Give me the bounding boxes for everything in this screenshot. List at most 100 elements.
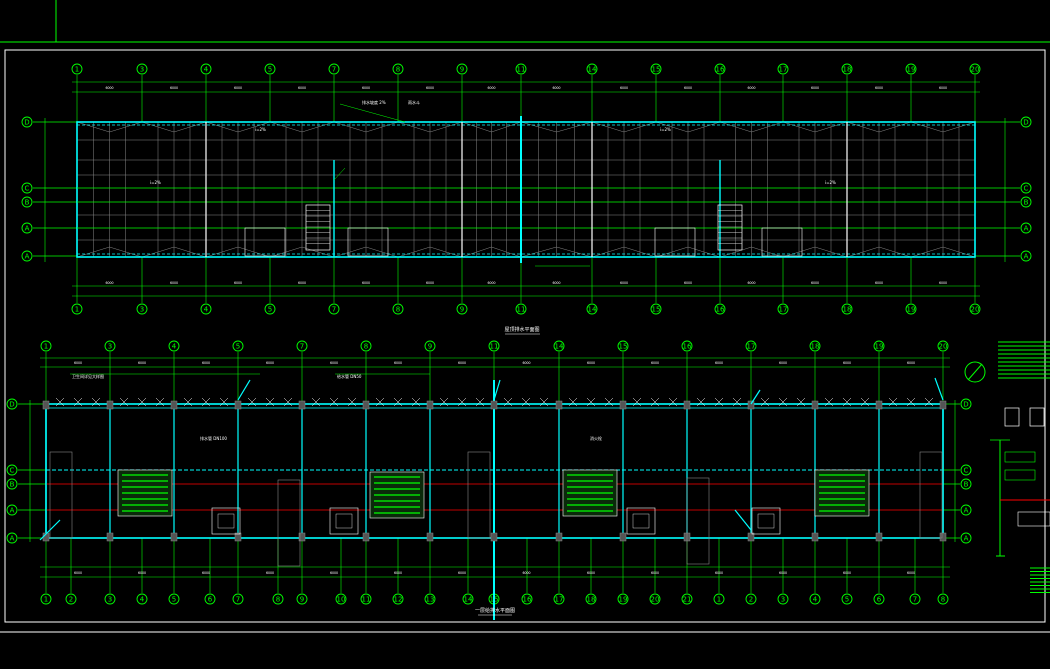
plan2-column [875, 400, 883, 410]
plan2-axis-bottom-21-label: 21 [683, 596, 692, 604]
plan2-dim-text: 6000 [715, 571, 723, 575]
plan2-window-mark [329, 397, 339, 407]
plan1-dim-text: 6000 [362, 281, 370, 285]
plan1-note-5: i=2% [660, 127, 671, 132]
plan2-stair-room-2 [467, 451, 491, 539]
plan1-slope [591, 121, 625, 133]
plan2-toilet-0 [211, 507, 241, 535]
plan2-axis-bottom-26-bubble [841, 593, 853, 605]
plan1-axis-top-7-label: 9 [460, 66, 464, 74]
plan2-title: 一层给排水平面图 [475, 607, 515, 614]
plan2-window-mark [539, 397, 549, 407]
plan1-slope [814, 246, 848, 258]
plan2-dim-text: 6000 [587, 571, 595, 575]
plan2-window-mark [439, 397, 449, 407]
plan1-axis-bottom-7-bubble [456, 303, 468, 315]
plan1-row-left-1-label: C [25, 185, 30, 193]
plan2-axis-bottom-14-bubble [462, 593, 474, 605]
plan1-axis-bottom-2-label: 3 [140, 306, 144, 314]
plan2-column [362, 532, 370, 542]
plan1-row-right-4-label: A [1024, 253, 1029, 261]
plan1-room-0 [244, 227, 286, 257]
plan1-axis-top-7-bubble [456, 63, 468, 75]
plan2-window-mark [824, 397, 834, 407]
plan1-slope [237, 246, 271, 258]
plan2-stair-room-1 [919, 451, 943, 539]
plan1-slope [623, 121, 657, 133]
plan1-row-right-3-bubble [1020, 222, 1032, 234]
plan2-column [747, 532, 755, 542]
plan1-axis-top-15-bubble [969, 63, 981, 75]
plan1-note-1: 雨水斗 [408, 99, 420, 105]
plan2-axis-top-12-label: 17 [747, 343, 756, 351]
plan2-axis-top-15-bubble [937, 340, 949, 352]
plan1-axis-bottom-9-bubble [586, 303, 598, 315]
plan2-axis-bottom-28-bubble [909, 593, 921, 605]
plan1-axis-top-11-label: 16 [716, 66, 725, 74]
plan1-dim-text: 6000 [487, 86, 495, 90]
legend-panel [1017, 511, 1050, 527]
plan1-slope [623, 246, 657, 258]
plan2-axis-bottom-22-bubble [713, 593, 725, 605]
plan2-column [683, 400, 691, 410]
plan2-pipe-4 [750, 389, 761, 405]
plan1-room-1 [347, 227, 389, 257]
plan2-axis-top-9-label: 14 [555, 343, 564, 351]
plan1-dim-text: 6000 [747, 86, 755, 90]
plan1-axis-top-13-label: 18 [843, 66, 852, 74]
plan2-column [298, 532, 306, 542]
plan1-slope [751, 246, 784, 258]
plan1-axis-bottom-6-label: 8 [396, 306, 400, 314]
plan2-toilet-3 [751, 507, 781, 535]
plan2-axis-top-4-bubble [232, 340, 244, 352]
plan2-column [298, 400, 306, 410]
plan1-slope [491, 246, 522, 258]
plan2-row-left-4-bubble [6, 532, 18, 544]
plan2-axis-bottom-16-label: 16 [523, 596, 532, 604]
plan2-row-right-3-label: A [964, 507, 969, 515]
plan2-row-left-1-bubble [6, 464, 18, 476]
plan2-window-mark [393, 397, 403, 407]
plan2-axis-bottom-29-bubble [937, 593, 949, 605]
plan2-axis-bottom-17-bubble [553, 593, 565, 605]
plan1-axis-top-5-bubble [328, 63, 340, 75]
plan1-slope [269, 121, 303, 133]
plan1-row-left-4-label: A [25, 253, 30, 261]
plan1-dim-text: 6000 [426, 281, 434, 285]
plan1-outline [76, 121, 976, 258]
plan2-axis-top-6-label: 8 [364, 343, 368, 351]
plan2-dim-text: 6000 [266, 361, 274, 365]
plan2-window-mark [796, 397, 806, 407]
plan2-window-mark [311, 397, 321, 407]
plan1-slope [173, 246, 207, 258]
plan1-dim-text: 6000 [105, 86, 113, 90]
plan2-axis-top-4-label: 5 [236, 343, 240, 351]
plan2-column [170, 532, 178, 542]
plan2-axis-bottom-1-label: 1 [44, 596, 48, 604]
plan2-row-left-3-label: A [10, 507, 15, 515]
plan1-row-left-3-bubble [21, 222, 33, 234]
plan2-axis-bottom-20-label: 20 [651, 596, 660, 604]
plan2-row-right-4-label: A [964, 535, 969, 543]
plan2-window-mark [696, 397, 706, 407]
plan1-stair-0 [305, 204, 331, 251]
plan1-slope [365, 246, 399, 258]
plan1-axis-top-14-bubble [905, 63, 917, 75]
plan1-dim-text: 6000 [684, 86, 692, 90]
plan1-leader [339, 103, 406, 123]
plan1-slope [520, 121, 557, 133]
plan1-slope [365, 121, 399, 133]
plan2-window-mark [503, 397, 513, 407]
plan2-axis-bottom-13-bubble [424, 593, 436, 605]
plan1-slope [556, 121, 593, 133]
plan2-axis-bottom-5-label: 5 [172, 596, 176, 604]
plan1-dim-text: 6000 [298, 281, 306, 285]
plan2-axis-bottom-11-label: 11 [362, 596, 371, 604]
plan1-title: 屋顶排水平面图 [504, 326, 539, 333]
plan1-dim-text: 6000 [170, 86, 178, 90]
plan1-axis-top-2-bubble [136, 63, 148, 75]
plan2-stair-room-4 [277, 479, 301, 567]
plan2-toilet-1 [329, 507, 359, 535]
